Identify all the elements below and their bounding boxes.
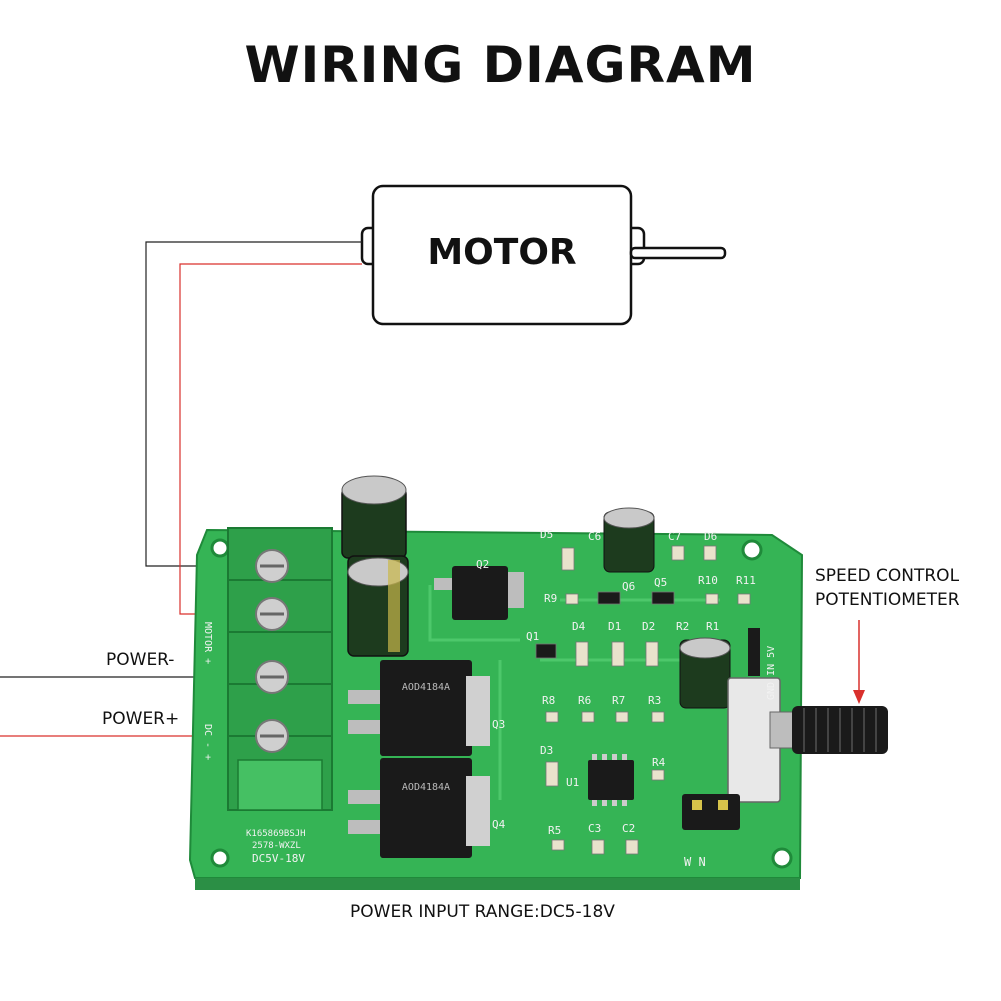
silk-line2: 2578-WXZL: [252, 841, 301, 851]
silk-line3: DC5V-18V: [252, 852, 305, 865]
potentiometer: [727, 628, 888, 803]
label-q2: Q2: [476, 558, 489, 571]
label-d1: D1: [608, 620, 621, 633]
screw-icon: [255, 719, 289, 753]
label-c3: C3: [588, 822, 601, 835]
mosfet-q3: AOD4184A: [348, 660, 490, 756]
label-r8: R8: [542, 694, 555, 707]
jumper: [682, 794, 740, 830]
motor-label: MOTOR: [427, 232, 577, 273]
label-c2: C2: [622, 822, 635, 835]
pcb-board: AOD4184A AOD4184A: [188, 475, 888, 890]
label-r5: R5: [548, 824, 561, 837]
label-c6: C6: [588, 530, 601, 543]
label-q5: Q5: [654, 576, 667, 589]
label-r9: R9: [544, 592, 557, 605]
label-q3: Q3: [492, 718, 505, 731]
mosfet-q4: AOD4184A: [348, 758, 490, 858]
label-r10: R10: [698, 574, 718, 587]
label-d5: D5: [540, 528, 553, 541]
label-terminal-motor: MOTOR +: [202, 622, 213, 664]
screw-icon: [255, 549, 289, 583]
arrow-icon: [853, 620, 865, 704]
smd-parts: [535, 545, 751, 855]
speed-control-label-line1: SPEED CONTROL: [815, 566, 960, 586]
label-q6: Q6: [622, 580, 635, 593]
label-r11: R11: [736, 574, 756, 587]
silk-line1: K165869BSJH: [246, 829, 306, 839]
label-u1: U1: [566, 776, 579, 789]
label-r4: R4: [652, 756, 666, 769]
label-d6: D6: [704, 530, 717, 543]
label-r1: R1: [706, 620, 719, 633]
mosfet-q3-text: AOD4184A: [402, 682, 450, 693]
motor-wire-black: [145, 241, 362, 567]
label-q4: Q4: [492, 818, 506, 831]
screw-icon: [255, 597, 289, 631]
label-d4: D4: [572, 620, 586, 633]
mosfet-q4-text: AOD4184A: [402, 782, 450, 793]
capacitor-large: [341, 475, 409, 657]
label-r2: R2: [676, 620, 689, 633]
label-c7: C7: [668, 530, 681, 543]
power-range-label: POWER INPUT RANGE:DC5-18V: [350, 902, 615, 922]
label-d2: D2: [642, 620, 655, 633]
label-q1: Q1: [526, 630, 539, 643]
terminal-block: [227, 527, 333, 811]
page-title: WIRING DIAGRAM: [244, 36, 757, 94]
capacitor-small: [603, 507, 731, 709]
screw-icon: [255, 660, 289, 694]
speed-control-label-line2: POTENTIOMETER: [815, 590, 960, 610]
power-minus-label: POWER-: [106, 650, 175, 670]
label-r3: R3: [648, 694, 661, 707]
ic-u1: [588, 754, 634, 806]
regulator-q2: [434, 566, 524, 620]
motor-symbol: [360, 184, 727, 326]
label-jumper: W N: [684, 855, 706, 869]
label-pot-pins: GND IN 5V: [766, 646, 777, 700]
label-r6: R6: [578, 694, 591, 707]
label-d3: D3: [540, 744, 553, 757]
label-terminal-dc: DC - +: [202, 724, 213, 760]
label-r7: R7: [612, 694, 625, 707]
power-plus-label: POWER+: [102, 709, 180, 729]
